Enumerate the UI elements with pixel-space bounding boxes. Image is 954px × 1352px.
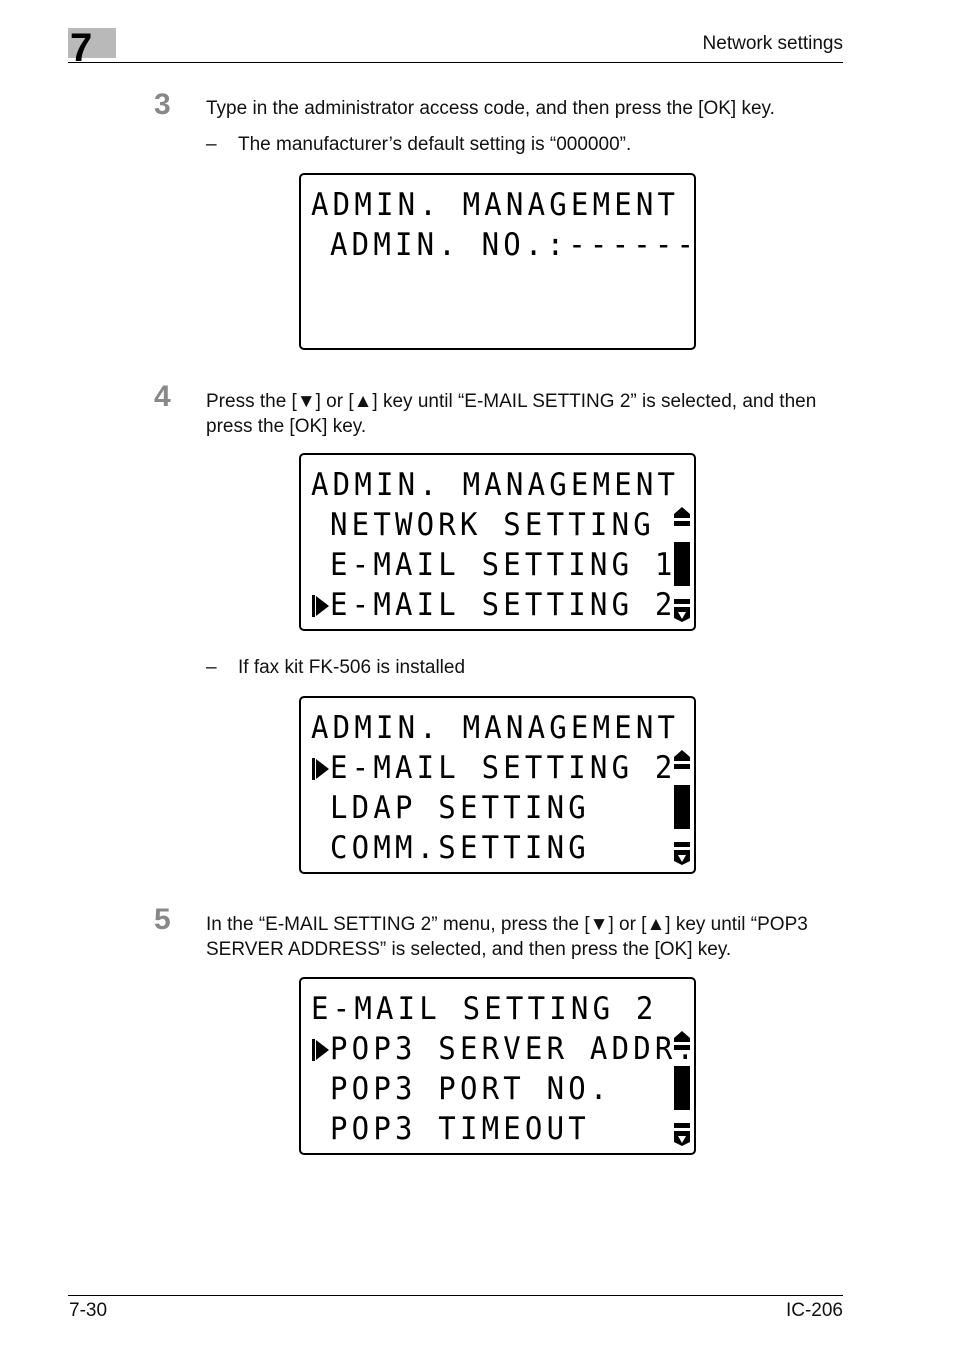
lcd-line: E-MAIL SETTING 1 [330, 546, 677, 583]
scrollbar-icon [674, 750, 690, 865]
note-dash: – [206, 134, 217, 155]
header-title: Network settings [702, 33, 843, 54]
step-number: 5 [154, 903, 171, 936]
lcd-line: ADMIN. MANAGEMENT [311, 466, 680, 503]
note-dash: – [206, 657, 217, 678]
lcd-screen: ADMIN. MANAGEMENT NETWORK SETTING E-MAIL… [299, 453, 696, 631]
lcd-line: E-MAIL SETTING 2 [311, 990, 658, 1027]
lcd-line: ADMIN. NO.:------ [330, 226, 699, 263]
note-text: If fax kit FK-506 is installed [238, 657, 466, 678]
model-name: IC-206 [785, 1300, 843, 1321]
lcd-line: COMM.SETTING [330, 829, 590, 866]
note-text: The manufacturer’s default setting is “0… [238, 134, 632, 155]
selection-cursor-icon [312, 758, 329, 780]
footer-rule [68, 1295, 843, 1296]
lcd-line: POP3 PORT NO. [330, 1070, 612, 1107]
step-number: 4 [154, 380, 171, 413]
scrollbar-icon [674, 507, 690, 622]
lcd-line: POP3 SERVER ADDR. [330, 1030, 699, 1067]
chapter-number: 7 [70, 26, 93, 70]
lcd-screen: E-MAIL SETTING 2 POP3 SERVER ADDR. POP3 … [299, 977, 696, 1155]
step-text: Press the [▼] or [▲] key until “E-MAIL S… [206, 391, 817, 437]
lcd-line: E-MAIL SETTING 2 [330, 586, 677, 623]
lcd-line: ADMIN. MANAGEMENT [311, 186, 680, 223]
step-number: 3 [154, 88, 171, 121]
lcd-line: POP3 TIMEOUT [330, 1110, 590, 1147]
step-text: In the “E-MAIL SETTING 2” menu, press th… [206, 914, 808, 960]
selection-cursor-icon [312, 1039, 329, 1061]
lcd-line: ADMIN. MANAGEMENT [311, 709, 680, 746]
lcd-screen: ADMIN. MANAGEMENT ADMIN. NO.:------ [299, 173, 696, 350]
lcd-line: E-MAIL SETTING 2 [330, 749, 677, 786]
chapter-tab [68, 28, 116, 58]
selection-cursor-icon [312, 595, 329, 617]
page-number: 7-30 [69, 1300, 108, 1321]
note: –If fax kit FK-506 is installed [206, 656, 465, 680]
lcd-line: NETWORK SETTING [330, 506, 655, 543]
lcd-screen: ADMIN. MANAGEMENT E-MAIL SETTING 2 LDAP … [299, 696, 696, 874]
note: –The manufacturer’s default setting is “… [206, 133, 631, 157]
lcd-line: LDAP SETTING [330, 789, 590, 826]
header-rule [68, 62, 843, 63]
scrollbar-icon [674, 1031, 690, 1146]
step-text: Type in the administrator access code, a… [206, 98, 775, 119]
